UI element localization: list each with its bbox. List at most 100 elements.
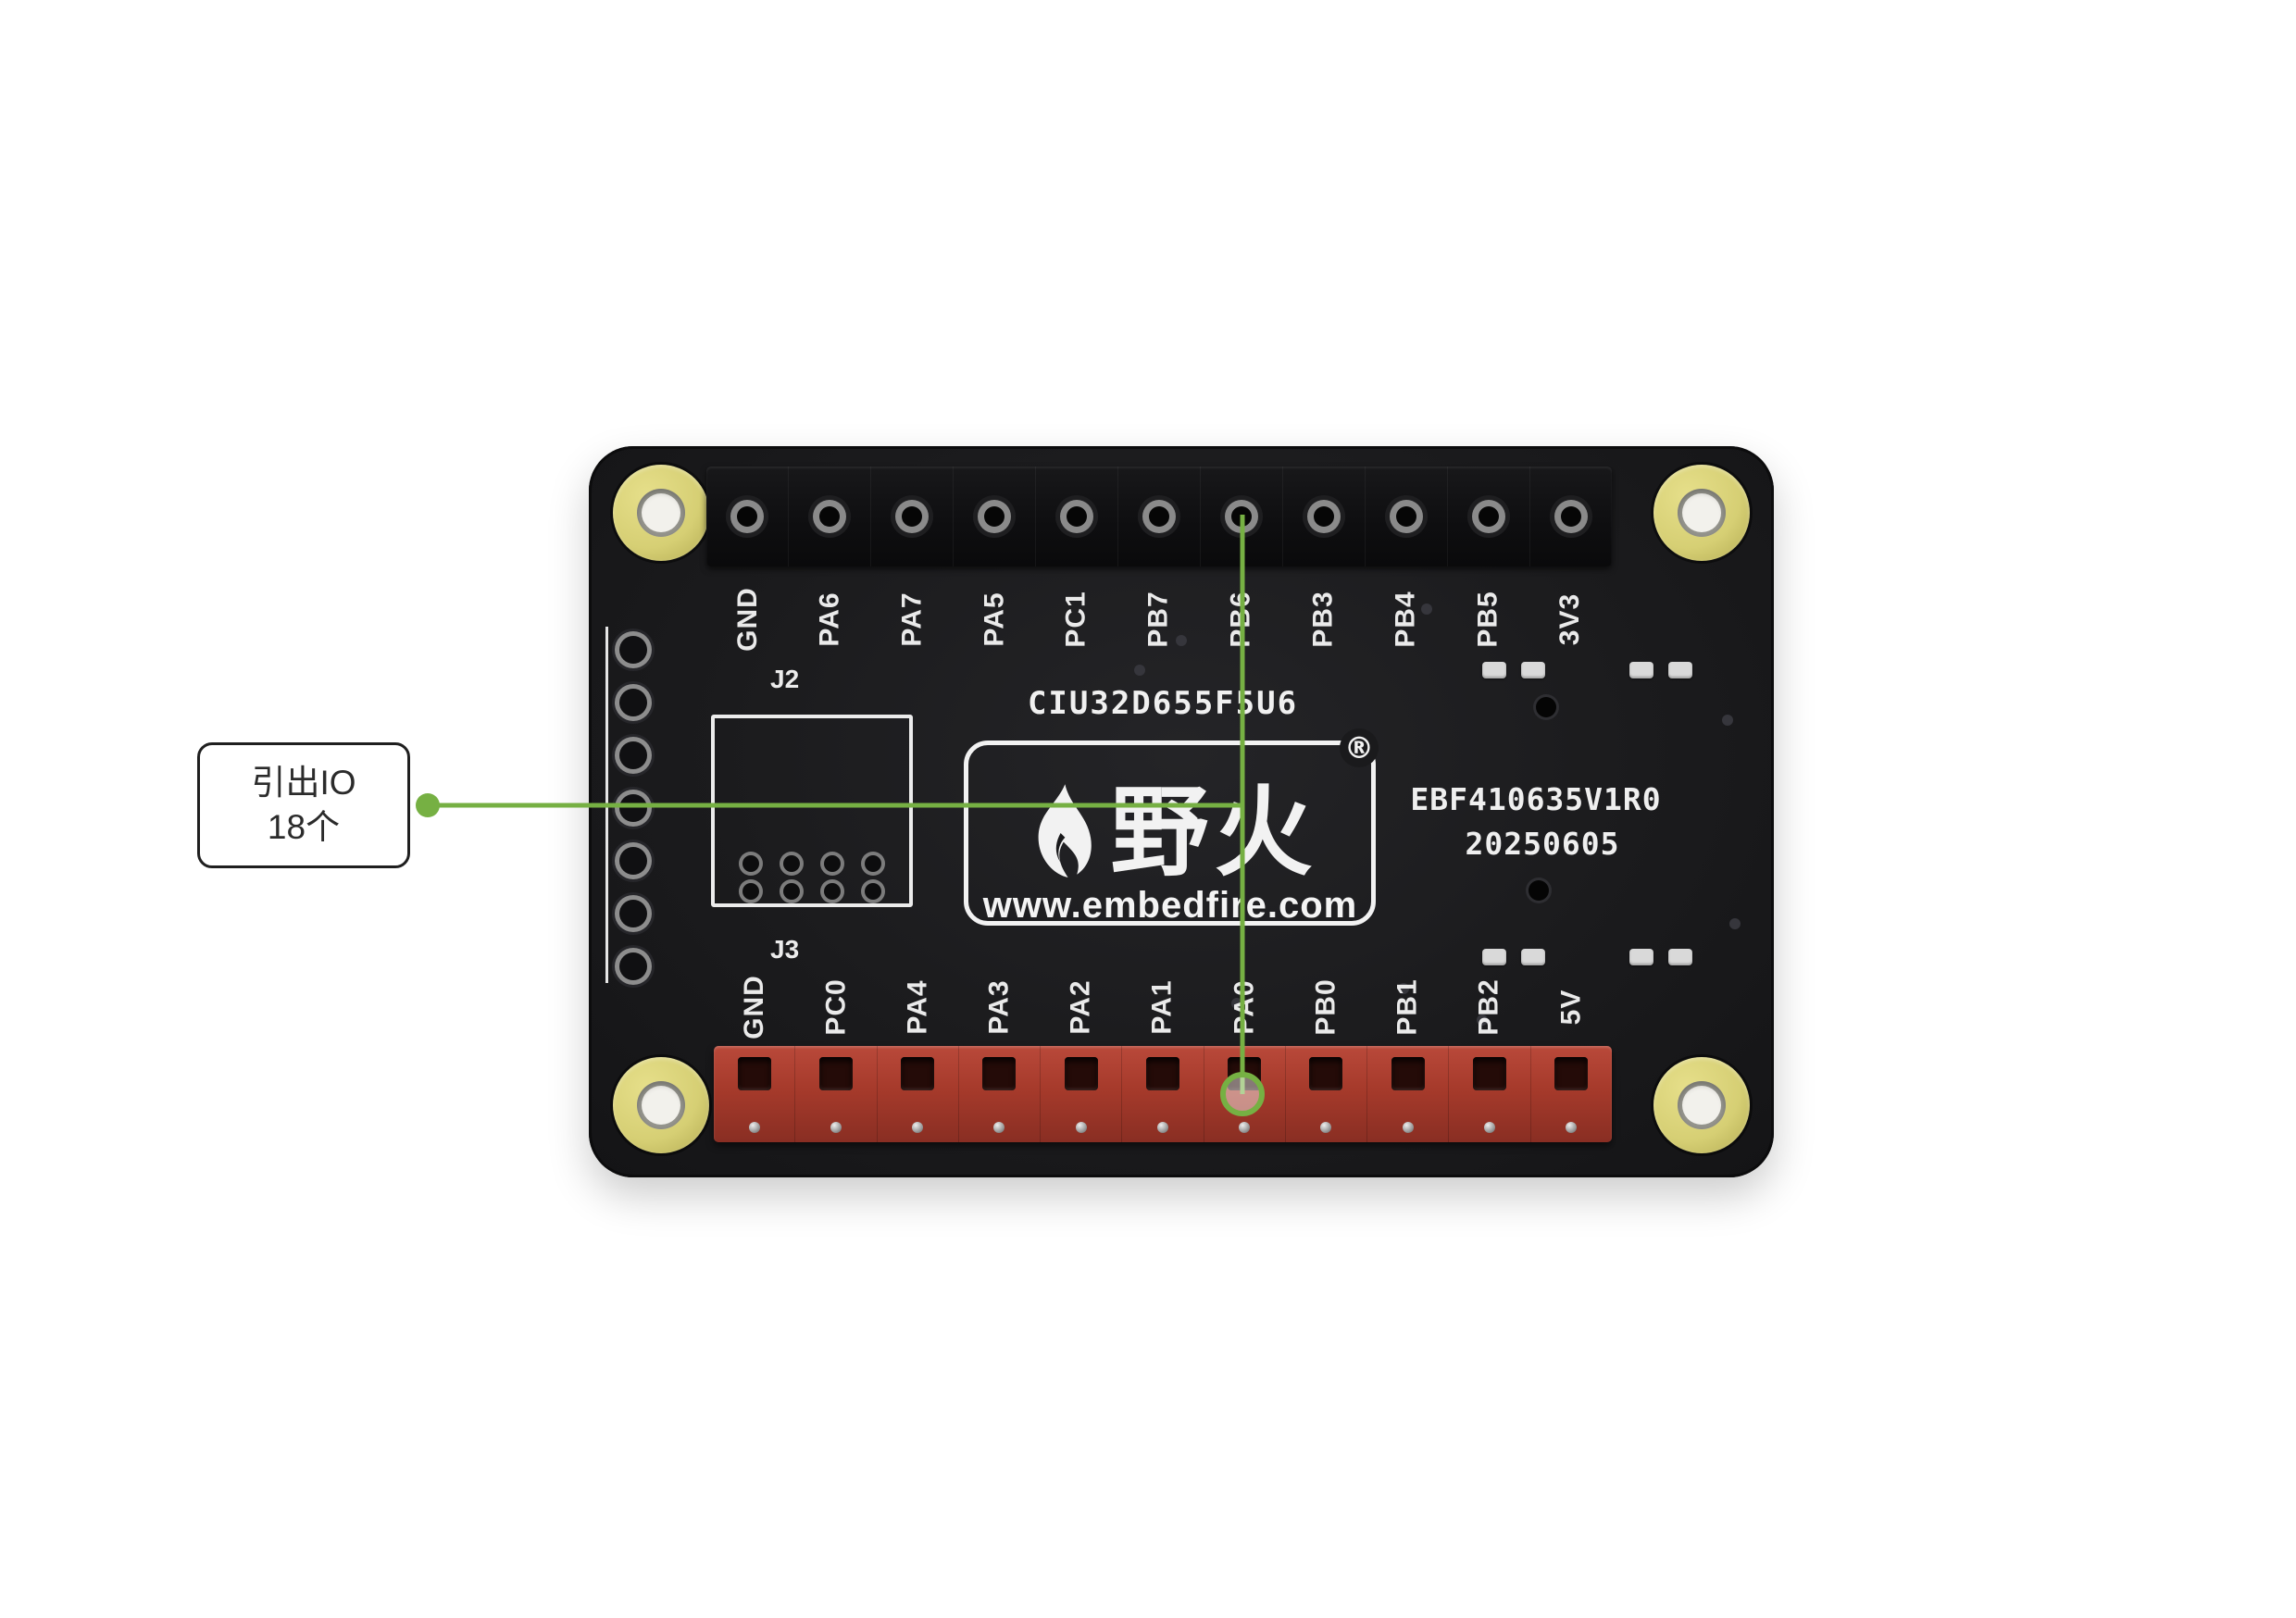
pin-label-pa1: PA1 <box>1122 970 1204 1044</box>
pin-label-text: PA2 <box>1065 979 1096 1035</box>
pin-label-text: PB7 <box>1142 591 1174 648</box>
pin-label-pb3: PB3 <box>1282 576 1365 663</box>
via <box>1536 697 1556 717</box>
pin-label-pa0: PA0 <box>1204 970 1285 1044</box>
pin-label-text: PA4 <box>902 979 933 1035</box>
pin-label-text: PA7 <box>896 591 928 647</box>
pin-label-text: PC0 <box>820 978 852 1036</box>
via-hole <box>865 883 881 900</box>
plated-hole <box>619 952 647 980</box>
socket-position <box>878 1046 959 1142</box>
via-small <box>1729 918 1741 929</box>
pin-label-pb2: PB2 <box>1449 970 1530 1044</box>
left-silkscreen-line <box>605 627 608 983</box>
socket-hole-bore <box>984 506 1004 527</box>
pin-label-pb7: PB7 <box>1118 576 1201 663</box>
socket-position <box>1367 1046 1450 1142</box>
socket-hole <box>954 467 1036 566</box>
pin-label-text: PB3 <box>1307 591 1339 648</box>
solder-pad <box>1629 662 1653 678</box>
mcu-part-number: CIU32D655F5U6 <box>1027 685 1299 722</box>
via-small <box>1477 1014 1488 1026</box>
mounting-hole-top-left <box>613 465 709 561</box>
socket-hole-bore <box>902 506 922 527</box>
mounting-hole-bore <box>1678 1081 1726 1129</box>
solder-pad <box>1668 949 1692 965</box>
solder-pad <box>1521 949 1545 965</box>
plated-hole <box>619 900 647 927</box>
socket-hole <box>1036 467 1118 566</box>
socket-hole <box>1118 467 1201 566</box>
socket-hole <box>789 467 871 566</box>
pin-label-gnd: GND <box>714 970 795 1044</box>
j2-designator: J2 <box>770 665 800 693</box>
pin-label-text: PC1 <box>1061 591 1092 648</box>
mounting-hole-bottom-left <box>613 1057 709 1153</box>
header-j3-red-socket <box>714 1046 1612 1142</box>
via <box>1529 880 1549 901</box>
board-model-number: EBF410635V1R0 <box>1410 781 1662 817</box>
socket-position-bore <box>1391 1057 1425 1090</box>
mounting-hole-bore <box>1678 489 1726 537</box>
hole-row <box>715 855 909 872</box>
io-callout-line1: 引出IO <box>251 763 356 802</box>
via-small <box>1231 998 1242 1009</box>
via-small <box>1421 604 1432 615</box>
io-callout-box: 引出IO 18个 <box>197 742 410 868</box>
pin-label-pb5: PB5 <box>1447 576 1529 663</box>
via-hole <box>824 883 841 900</box>
socket-hole-bore <box>1067 506 1087 527</box>
via-hole <box>865 855 881 872</box>
socket-hole <box>1448 467 1530 566</box>
socket-hole-bore <box>1149 506 1169 527</box>
j3-designator: J3 <box>770 935 800 964</box>
socket-position <box>1531 1046 1612 1142</box>
pin-label-text: PB5 <box>1472 591 1504 648</box>
pin-label-text: 3V3 <box>1554 592 1586 646</box>
pin-label-text: PA6 <box>814 591 845 647</box>
pin-label-3v3: 3V3 <box>1529 576 1612 663</box>
flame-icon <box>1038 784 1092 877</box>
pin-label-pb1: PB1 <box>1367 970 1449 1044</box>
socket-hole-bore <box>1396 506 1416 527</box>
mounting-hole-bore <box>637 1081 685 1129</box>
plated-hole <box>619 689 647 716</box>
socket-hole-bore <box>1314 506 1334 527</box>
socket-hole <box>1201 467 1283 566</box>
socket-position-bore <box>1064 1057 1098 1090</box>
hole-row <box>715 883 909 900</box>
socket-position <box>1122 1046 1204 1142</box>
socket-position-bore <box>1228 1057 1262 1090</box>
pin-label-pb6: PB6 <box>1200 576 1282 663</box>
pin-label-gnd: GND <box>706 576 789 663</box>
registered-trademark: ® <box>1340 728 1379 767</box>
socket-hole-bore <box>737 506 757 527</box>
brand-name: 野火 <box>1110 776 1318 890</box>
via-hole <box>742 855 759 872</box>
via-small <box>1398 983 1409 994</box>
solder-pad <box>1482 662 1506 678</box>
brand-website: www.embedfire.com <box>982 885 1358 926</box>
socket-hole-bore <box>1231 506 1252 527</box>
pin-label-text: PB2 <box>1473 978 1504 1036</box>
header-j2-socket <box>706 467 1612 566</box>
io-callout-line2: 18个 <box>267 808 341 846</box>
socket-hole <box>1530 467 1612 566</box>
socket-position <box>959 1046 1042 1142</box>
socket-position-bore <box>1145 1057 1179 1090</box>
mounting-hole-bottom-right <box>1653 1057 1750 1153</box>
socket-position <box>1449 1046 1531 1142</box>
solder-pad <box>1482 949 1506 965</box>
pin-label-pc0: PC0 <box>795 970 877 1044</box>
pin-label-pa7: PA7 <box>871 576 954 663</box>
pin-label-text: PA1 <box>1147 979 1179 1035</box>
socket-position-bore <box>818 1057 853 1090</box>
via-small <box>1176 635 1187 646</box>
socket-position <box>1286 1046 1368 1142</box>
pin-label-pa6: PA6 <box>789 576 871 663</box>
silkscreen-box <box>711 715 913 907</box>
pin-label-text: PB0 <box>1310 978 1341 1036</box>
